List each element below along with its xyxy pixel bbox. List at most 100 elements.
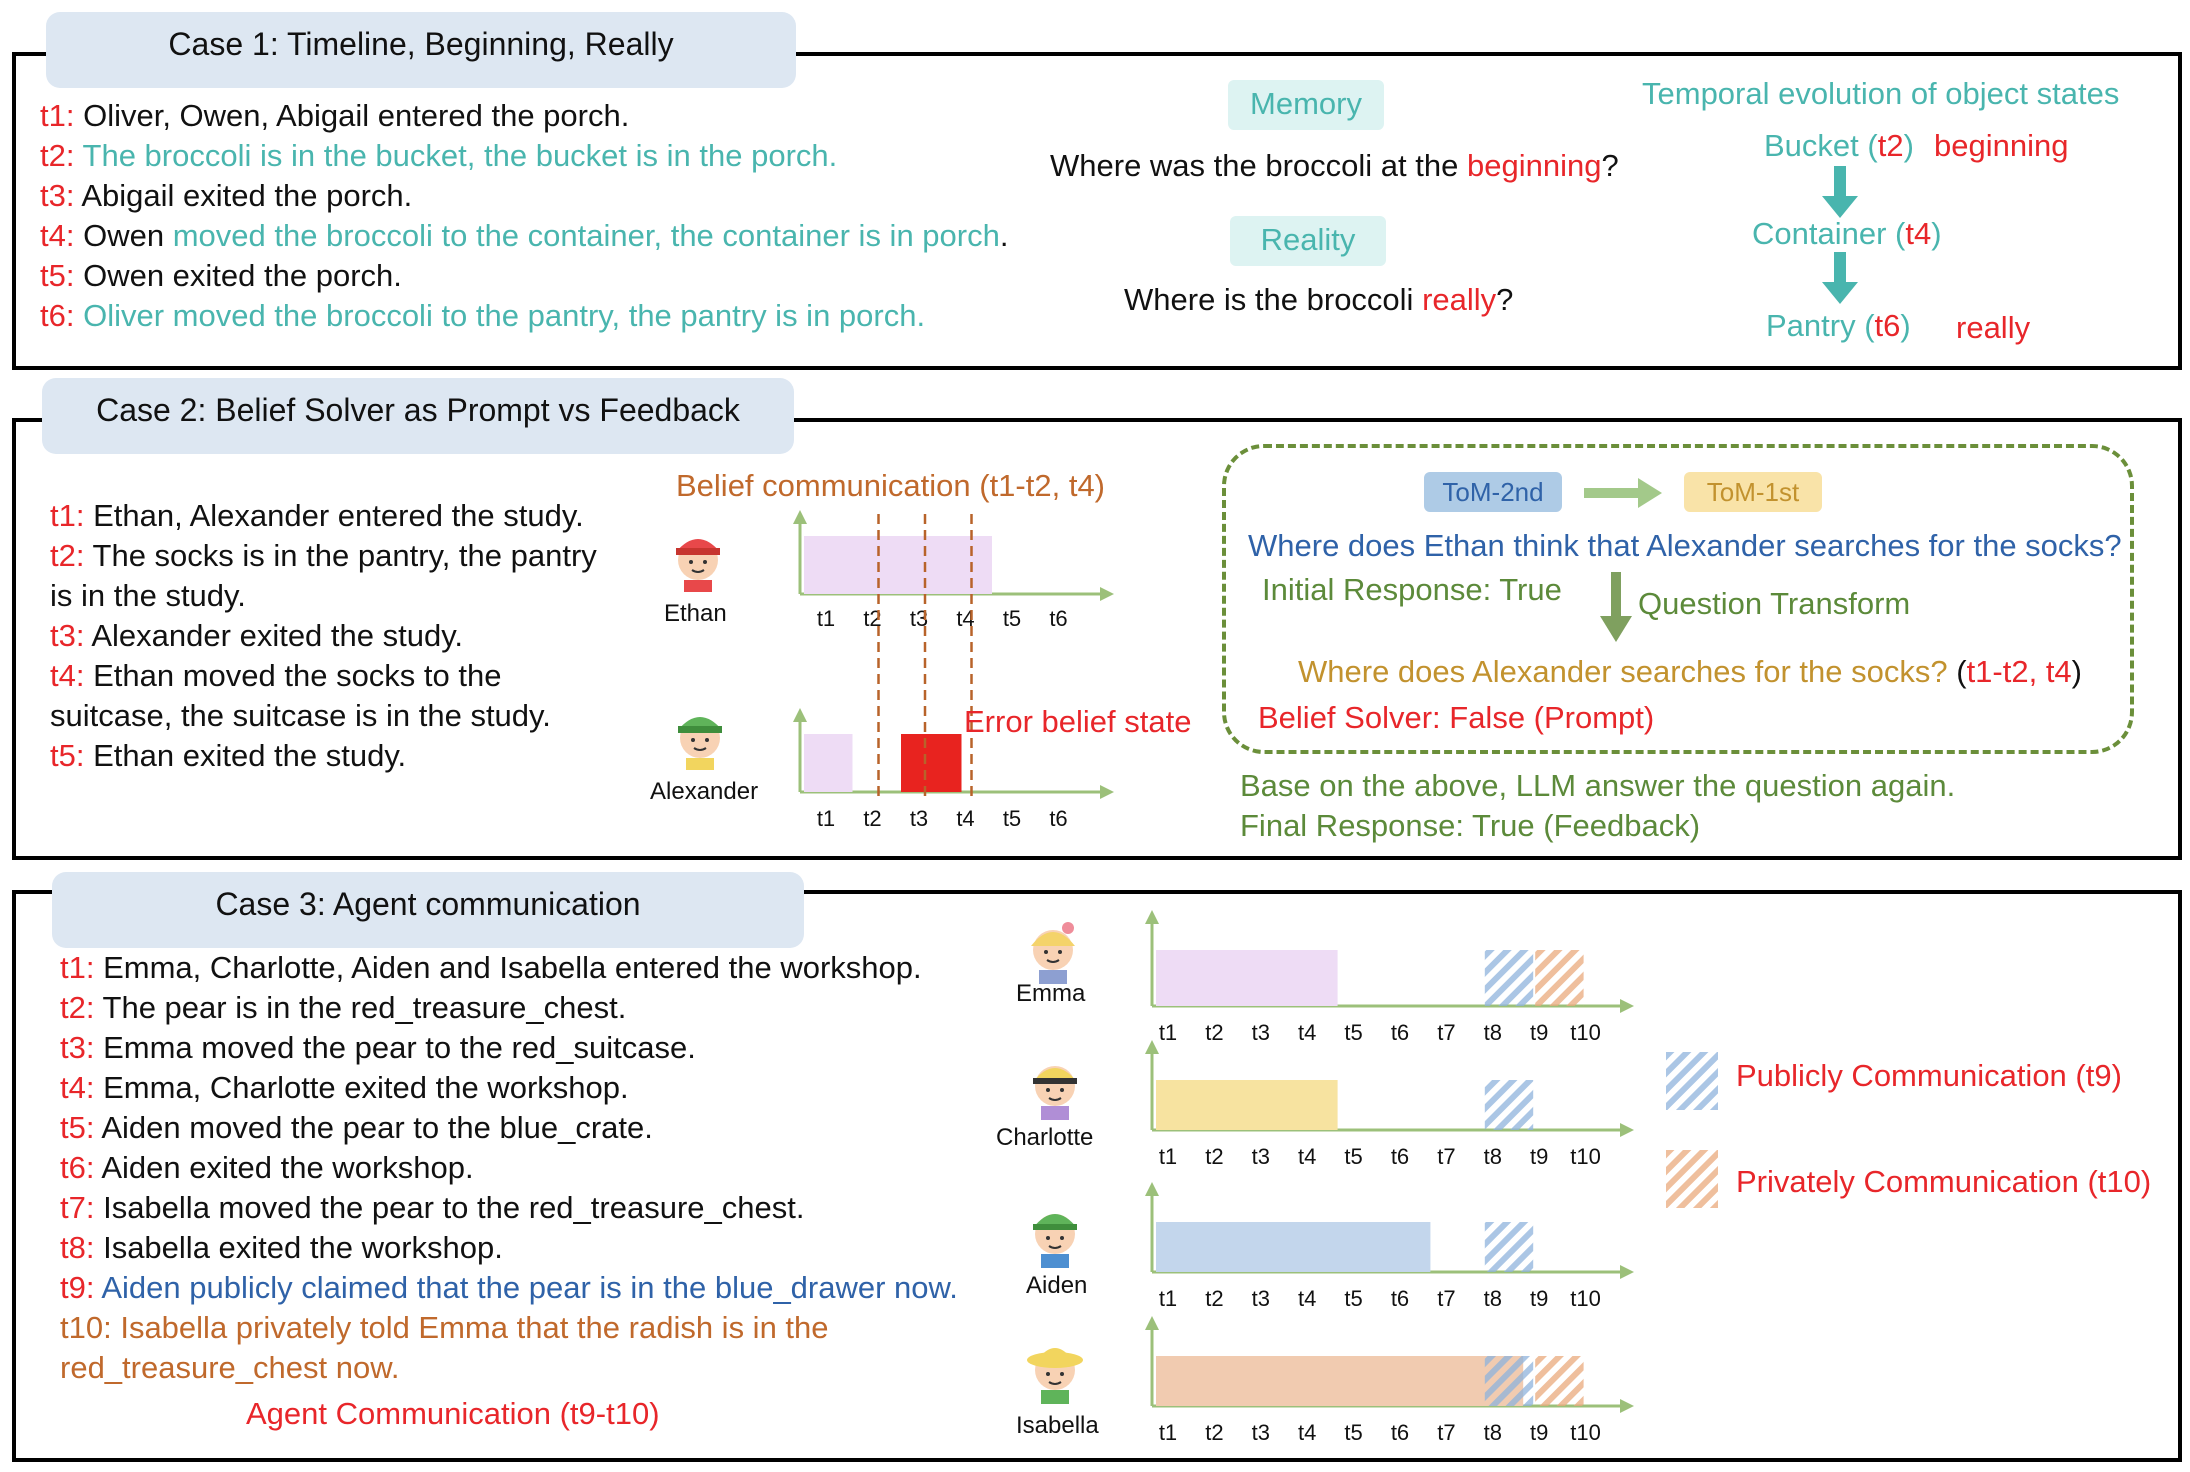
case1-line: t3: Abigail exited the porch. xyxy=(40,176,412,216)
isabella-tick-label: t2 xyxy=(1205,1420,1223,1445)
ethan-avatar xyxy=(676,539,720,592)
isabella-y-arrow xyxy=(1145,1316,1159,1330)
case3-line: t7: Isabella moved the pear to the red_t… xyxy=(60,1188,804,1228)
legend-private-swatch xyxy=(1666,1150,1718,1208)
belief-comm-label: Belief communication (t1-t2, t4) xyxy=(676,468,1106,503)
case1-line-part: Oliver, Owen, Abigail entered the porch. xyxy=(74,98,630,133)
isabella-tick-label: t7 xyxy=(1437,1420,1455,1445)
case1-line-part: Owen exited the porch. xyxy=(74,258,402,293)
aiden-belief-bar xyxy=(1156,1222,1431,1272)
evolution-title: Temporal evolution of object states xyxy=(1642,76,2120,111)
evo-really-tag: really xyxy=(1956,310,2031,345)
case3-line-time: t9: xyxy=(60,1270,95,1305)
legend-private-label: Privately Communication (t10) xyxy=(1736,1164,2152,1199)
alexander-tick-label: t3 xyxy=(910,806,928,831)
case2-line: is in the study. xyxy=(50,576,246,616)
case1-line-part: t4: xyxy=(40,218,75,253)
emma-private-comm-bar xyxy=(1535,950,1584,1006)
case3-line-time: t4: xyxy=(60,1070,95,1105)
emma-tick-label: t8 xyxy=(1484,1020,1502,1045)
transform-arrow-head xyxy=(1600,616,1632,642)
alexander-tick-label: t4 xyxy=(956,806,974,831)
isabella-tick-label: t9 xyxy=(1530,1420,1548,1445)
case1-line-part: The broccoli is in the bucket, the bucke… xyxy=(74,138,838,173)
final-response: Final Response: True (Feedback) xyxy=(1240,808,1701,843)
emma-tick-label: t9 xyxy=(1530,1020,1548,1045)
isabella-tick-label: t3 xyxy=(1252,1420,1270,1445)
aiden-tick-label: t9 xyxy=(1530,1286,1548,1311)
isabella-public-comm-bar xyxy=(1484,1356,1534,1406)
isabella-private-comm-bar xyxy=(1535,1356,1584,1406)
case3-line-time: t2: xyxy=(60,990,95,1025)
alexander-tick-label: t6 xyxy=(1049,806,1067,831)
transform-arrow-shaft xyxy=(1611,572,1621,618)
legend-public-label: Publicly Communication (t9) xyxy=(1736,1058,2122,1093)
isabella-name: Isabella xyxy=(1016,1412,1099,1439)
case1-line-part: t3: xyxy=(40,178,75,213)
case3-line: t10: Isabella privately told Emma that t… xyxy=(60,1308,829,1348)
charlotte-tick-label: t8 xyxy=(1484,1144,1502,1169)
evo-arrow-1-shaft xyxy=(1834,166,1846,198)
emma-name: Emma xyxy=(1016,980,1086,1007)
case3-line-time: t6: xyxy=(60,1150,95,1185)
aiden-tick-label: t5 xyxy=(1344,1286,1362,1311)
isabella-tick-label: t8 xyxy=(1484,1420,1502,1445)
emma-tick-label: t1 xyxy=(1159,1020,1177,1045)
ethan-name: Ethan xyxy=(664,600,727,627)
emma-tick-label: t10 xyxy=(1570,1020,1601,1045)
isabella-avatar xyxy=(1027,1348,1083,1404)
error-belief-label: Error belief state xyxy=(964,704,1192,739)
emma-tick-label: t5 xyxy=(1344,1020,1362,1045)
aiden-avatar xyxy=(1033,1214,1077,1268)
emma-x-arrow xyxy=(1620,999,1634,1013)
charlotte-public-comm-bar xyxy=(1484,1080,1534,1130)
charlotte-belief-bar xyxy=(1156,1080,1338,1130)
evo-beginning-tag: beginning xyxy=(1934,128,2069,163)
alexander-tick-label: t5 xyxy=(1003,806,1021,831)
alexander-tick-label: t1 xyxy=(817,806,835,831)
charlotte-tick-label: t1 xyxy=(1159,1144,1177,1169)
case3-line-text: Emma, Charlotte exited the workshop. xyxy=(94,1070,629,1105)
aiden-public-comm-bar xyxy=(1484,1222,1534,1272)
case3-line: t3: Emma moved the pear to the red_suitc… xyxy=(60,1028,696,1068)
case3-line-time: t3: xyxy=(60,1030,95,1065)
case3-line: red_treasure_chest now. xyxy=(60,1348,400,1388)
charlotte-y-arrow xyxy=(1145,1040,1159,1054)
isabella-tick-label: t6 xyxy=(1391,1420,1409,1445)
tom-arrow-head xyxy=(1638,478,1662,508)
charlotte-tick-label: t5 xyxy=(1344,1144,1362,1169)
emma-tick-label: t7 xyxy=(1437,1020,1455,1045)
case3-line-text: red_treasure_chest now. xyxy=(60,1350,400,1385)
case1-line-part: moved the broccoli to the container, the… xyxy=(164,218,1000,253)
isabella-tick-label: t4 xyxy=(1298,1420,1316,1445)
case2-line: t2: The socks is in the pantry, the pant… xyxy=(50,536,597,576)
transform-arrow xyxy=(1600,572,1632,642)
case3-line-text: Isabella privately told Emma that the ra… xyxy=(111,1310,829,1345)
memory-question: Where was the broccoli at the beginning? xyxy=(1050,148,1619,183)
case3-line-text: Aiden exited the workshop. xyxy=(94,1150,474,1185)
case3-line: t9: Aiden publicly claimed that the pear… xyxy=(60,1268,958,1308)
case2-line-time: t5: xyxy=(50,738,85,773)
ethan-tick-label: t6 xyxy=(1049,606,1067,631)
answer-again-text: Base on the above, LLM answer the questi… xyxy=(1240,768,1956,803)
case3-line-time: t10: xyxy=(60,1310,112,1345)
charlotte-tick-label: t10 xyxy=(1570,1144,1601,1169)
case1-line: t1: Oliver, Owen, Abigail entered the po… xyxy=(40,96,629,136)
case3-line-text: Isabella moved the pear to the red_treas… xyxy=(94,1190,805,1225)
emma-avatar xyxy=(1031,922,1075,984)
evo-arrows xyxy=(1822,166,1858,304)
case1-line-part: t2: xyxy=(40,138,75,173)
ethan-belief-bar xyxy=(804,536,992,594)
alexander-y-arrow xyxy=(793,708,807,722)
case2-line: t3: Alexander exited the study. xyxy=(50,616,463,656)
reality-question: Where is the broccoli really? xyxy=(1124,282,1514,317)
evo-bucket: Bucket (t2) xyxy=(1764,128,1914,163)
aiden-tick-label: t8 xyxy=(1484,1286,1502,1311)
ethan-tick-label: t1 xyxy=(817,606,835,631)
aiden-tick-label: t7 xyxy=(1437,1286,1455,1311)
ethan-tick-label: t4 xyxy=(956,606,974,631)
agent-communication-label: Agent Communication (t9-t10) xyxy=(246,1396,660,1431)
case2-line: t1: Ethan, Alexander entered the study. xyxy=(50,496,584,536)
case2-title: Case 2: Belief Solver as Prompt vs Feedb… xyxy=(42,378,794,454)
